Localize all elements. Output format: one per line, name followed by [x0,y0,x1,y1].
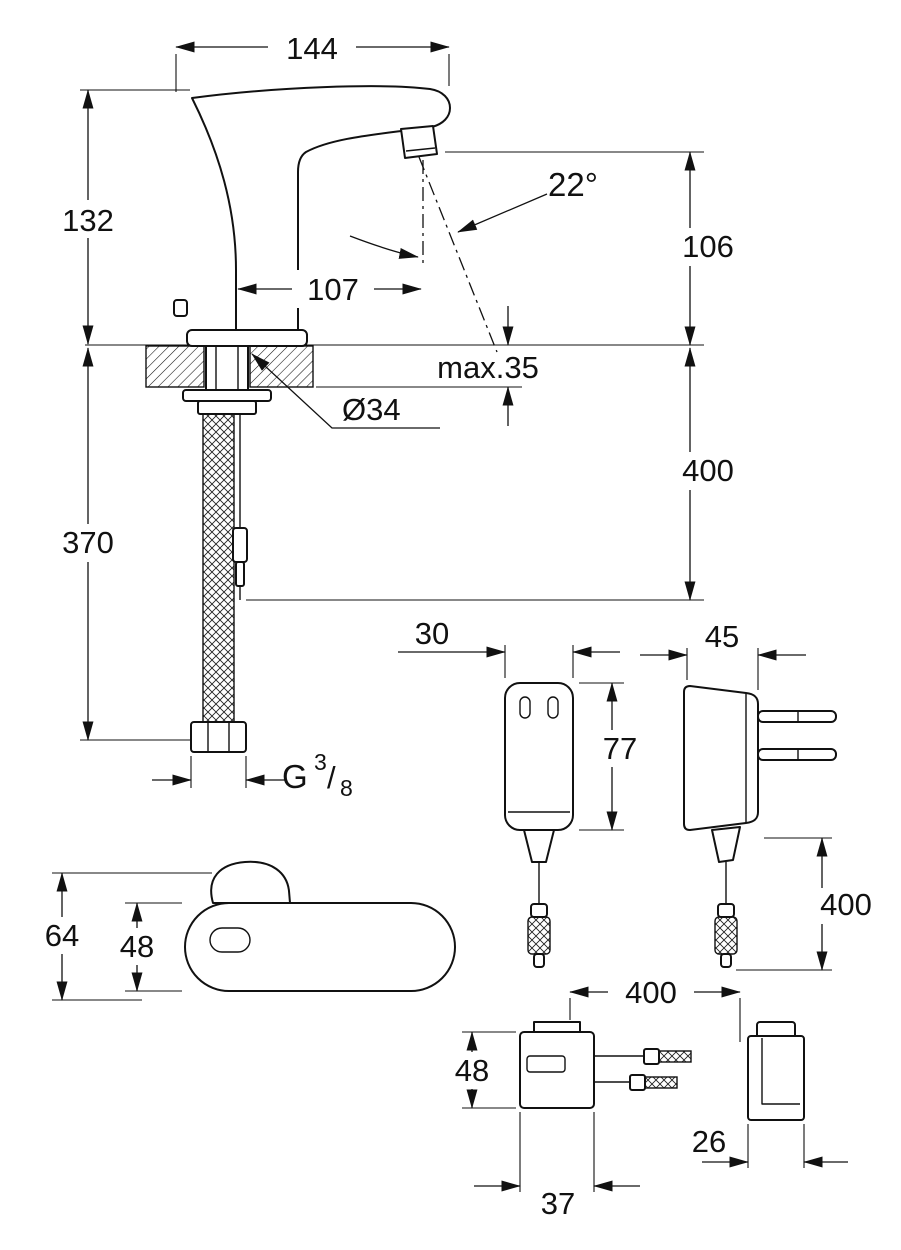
dim-thread-denominator: 8 [340,775,353,801]
psu-plug-side-view [683,685,837,968]
box-body [519,1031,595,1109]
hose-end-nut [190,721,247,753]
dim-hose-length: 370 [62,525,114,560]
mounting-nut [197,400,257,415]
box-plug-2 [644,1076,678,1089]
dim-box-cable-length: 400 [625,975,677,1010]
cover-body [747,1035,805,1121]
psu-plug-connector [527,916,551,955]
dimensions: 144 132 22° 106 107 max.35 Ø34 400 370 G… [36,28,894,1221]
mounting-shank [205,345,249,391]
plug-adapter-body [683,685,759,831]
dim-spout-angle: 22° [548,166,598,203]
plug-pin-bottom [757,748,837,761]
aerator [400,125,438,159]
dim-plug-width: 45 [705,619,739,654]
psu-slot-left [519,696,531,719]
dim-hole-diameter: Ø34 [342,392,401,427]
dim-thread-g: G [282,758,308,795]
mounting-washer [182,389,272,402]
faucet-side-view [173,85,451,347]
plug-pin-top [757,710,837,723]
deck-hatch-left [145,345,205,388]
psu-cable-boot [523,829,555,863]
hole-diameter-leader [251,353,440,429]
plug-connector [714,916,738,955]
undersink-assembly [182,345,272,753]
plug-cable-boot [711,826,741,863]
box-plug-1 [658,1050,692,1063]
angled-stream-line [418,156,498,353]
dim-cover-width: 26 [692,1124,726,1159]
box-label [526,1055,566,1073]
dim-spout-reach: 107 [307,272,359,307]
faucet-top-view [184,860,456,992]
dim-topview-height: 64 [45,918,79,953]
dim-box-width: 37 [541,1186,575,1221]
deck-section [85,344,704,388]
stream-centerlines [349,156,548,353]
sensor-window-top [209,927,251,953]
sensor-window [173,299,188,317]
flex-hose [202,413,235,723]
dim-thread-numerator: 3 [314,749,327,775]
dim-cable-length: 400 [682,453,734,488]
dim-plug-cable-length: 400 [820,887,872,922]
dim-topview-body: 48 [120,929,154,964]
dim-thread-slash: / [327,760,336,795]
cover-profile [747,1021,805,1121]
base-flange [186,329,308,347]
cable-connector [232,527,248,563]
dim-box-height: 48 [455,1053,489,1088]
psu-body [504,682,574,831]
psu-front-view [504,682,574,968]
psu-slot-right [547,696,559,719]
dim-psu-width: 30 [415,616,449,651]
dim-spout-width: 144 [286,31,338,66]
angle-arc-arrow [349,235,419,259]
faucet-top-outline [184,902,456,992]
deck-hatch-right [249,345,314,388]
angle-leader [457,193,548,233]
dim-body-height: 132 [62,203,114,238]
dim-outlet-height: 106 [682,229,734,264]
side-lever [210,860,291,904]
dim-deck-thickness: max.35 [437,350,539,385]
control-box [519,1021,692,1109]
dim-psu-height: 77 [603,731,637,766]
